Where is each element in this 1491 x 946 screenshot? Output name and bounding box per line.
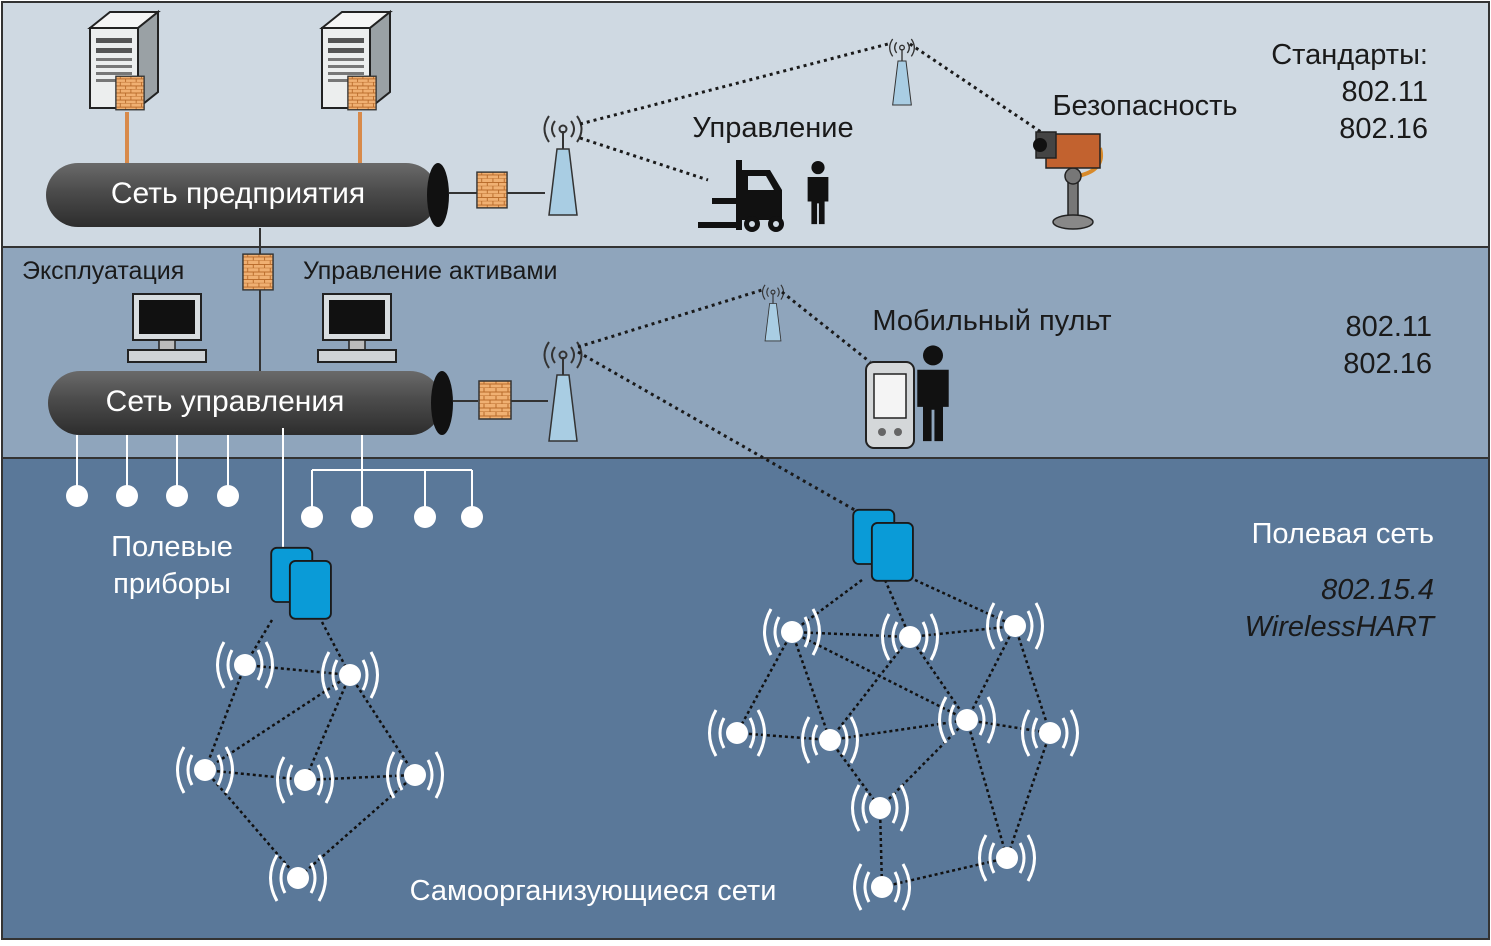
field-device-dot <box>461 506 483 528</box>
field-device-dot <box>414 506 436 528</box>
security-camera-icon <box>1033 131 1103 230</box>
workstation-icon <box>317 293 397 363</box>
wireless-links-middle <box>577 288 871 515</box>
field-standard: 802.15.4 <box>1321 574 1434 606</box>
enterprise-network-pipe <box>46 163 449 227</box>
control-network-label: Сеть управления <box>106 385 345 418</box>
field-device-dot <box>351 506 373 528</box>
control-standard: 802.11 <box>1345 311 1432 343</box>
field-device-dot <box>301 506 323 528</box>
field-device-dot <box>116 485 138 507</box>
control-task-label: Управление <box>692 112 853 144</box>
field-device-dot <box>217 485 239 507</box>
firewall-icon <box>476 171 508 209</box>
enterprise-network-label: Сеть предприятия <box>111 177 365 210</box>
firewall-icon <box>242 253 274 291</box>
firewall-icon <box>115 75 145 111</box>
asset-management-label: Управление активами <box>303 257 558 285</box>
workstation-icon <box>127 293 207 363</box>
standards-title: Стандарты: <box>1271 39 1428 71</box>
field-standard: WirelessHART <box>1245 611 1437 643</box>
operations-label: Эксплуатация <box>22 257 184 285</box>
field-layer-band <box>1 457 1490 940</box>
field-device-bus <box>76 428 473 550</box>
security-label: Безопасность <box>1053 90 1238 122</box>
control-network-pipe <box>48 371 453 435</box>
enterprise-standard: 802.11 <box>1341 76 1428 108</box>
wireless-links-top <box>579 42 1051 182</box>
firewall-icon <box>347 75 377 111</box>
enterprise-standard: 802.16 <box>1339 113 1428 145</box>
field-devices <box>66 485 483 528</box>
forklift-icon <box>698 160 784 232</box>
field-device-dot <box>66 485 88 507</box>
handheld-terminal-icon <box>865 361 915 449</box>
field-devices-label: приборы <box>113 568 231 600</box>
mesh-networks-label: Самоорганизующиеся сети <box>410 875 777 907</box>
field-network-title: Полевая сеть <box>1252 518 1434 550</box>
mobile-console-label: Мобильный пульт <box>872 305 1111 337</box>
field-device-dot <box>166 485 188 507</box>
field-devices-label: Полевые <box>111 531 233 563</box>
control-standard: 802.16 <box>1343 348 1432 380</box>
firewall-icon <box>478 380 512 420</box>
